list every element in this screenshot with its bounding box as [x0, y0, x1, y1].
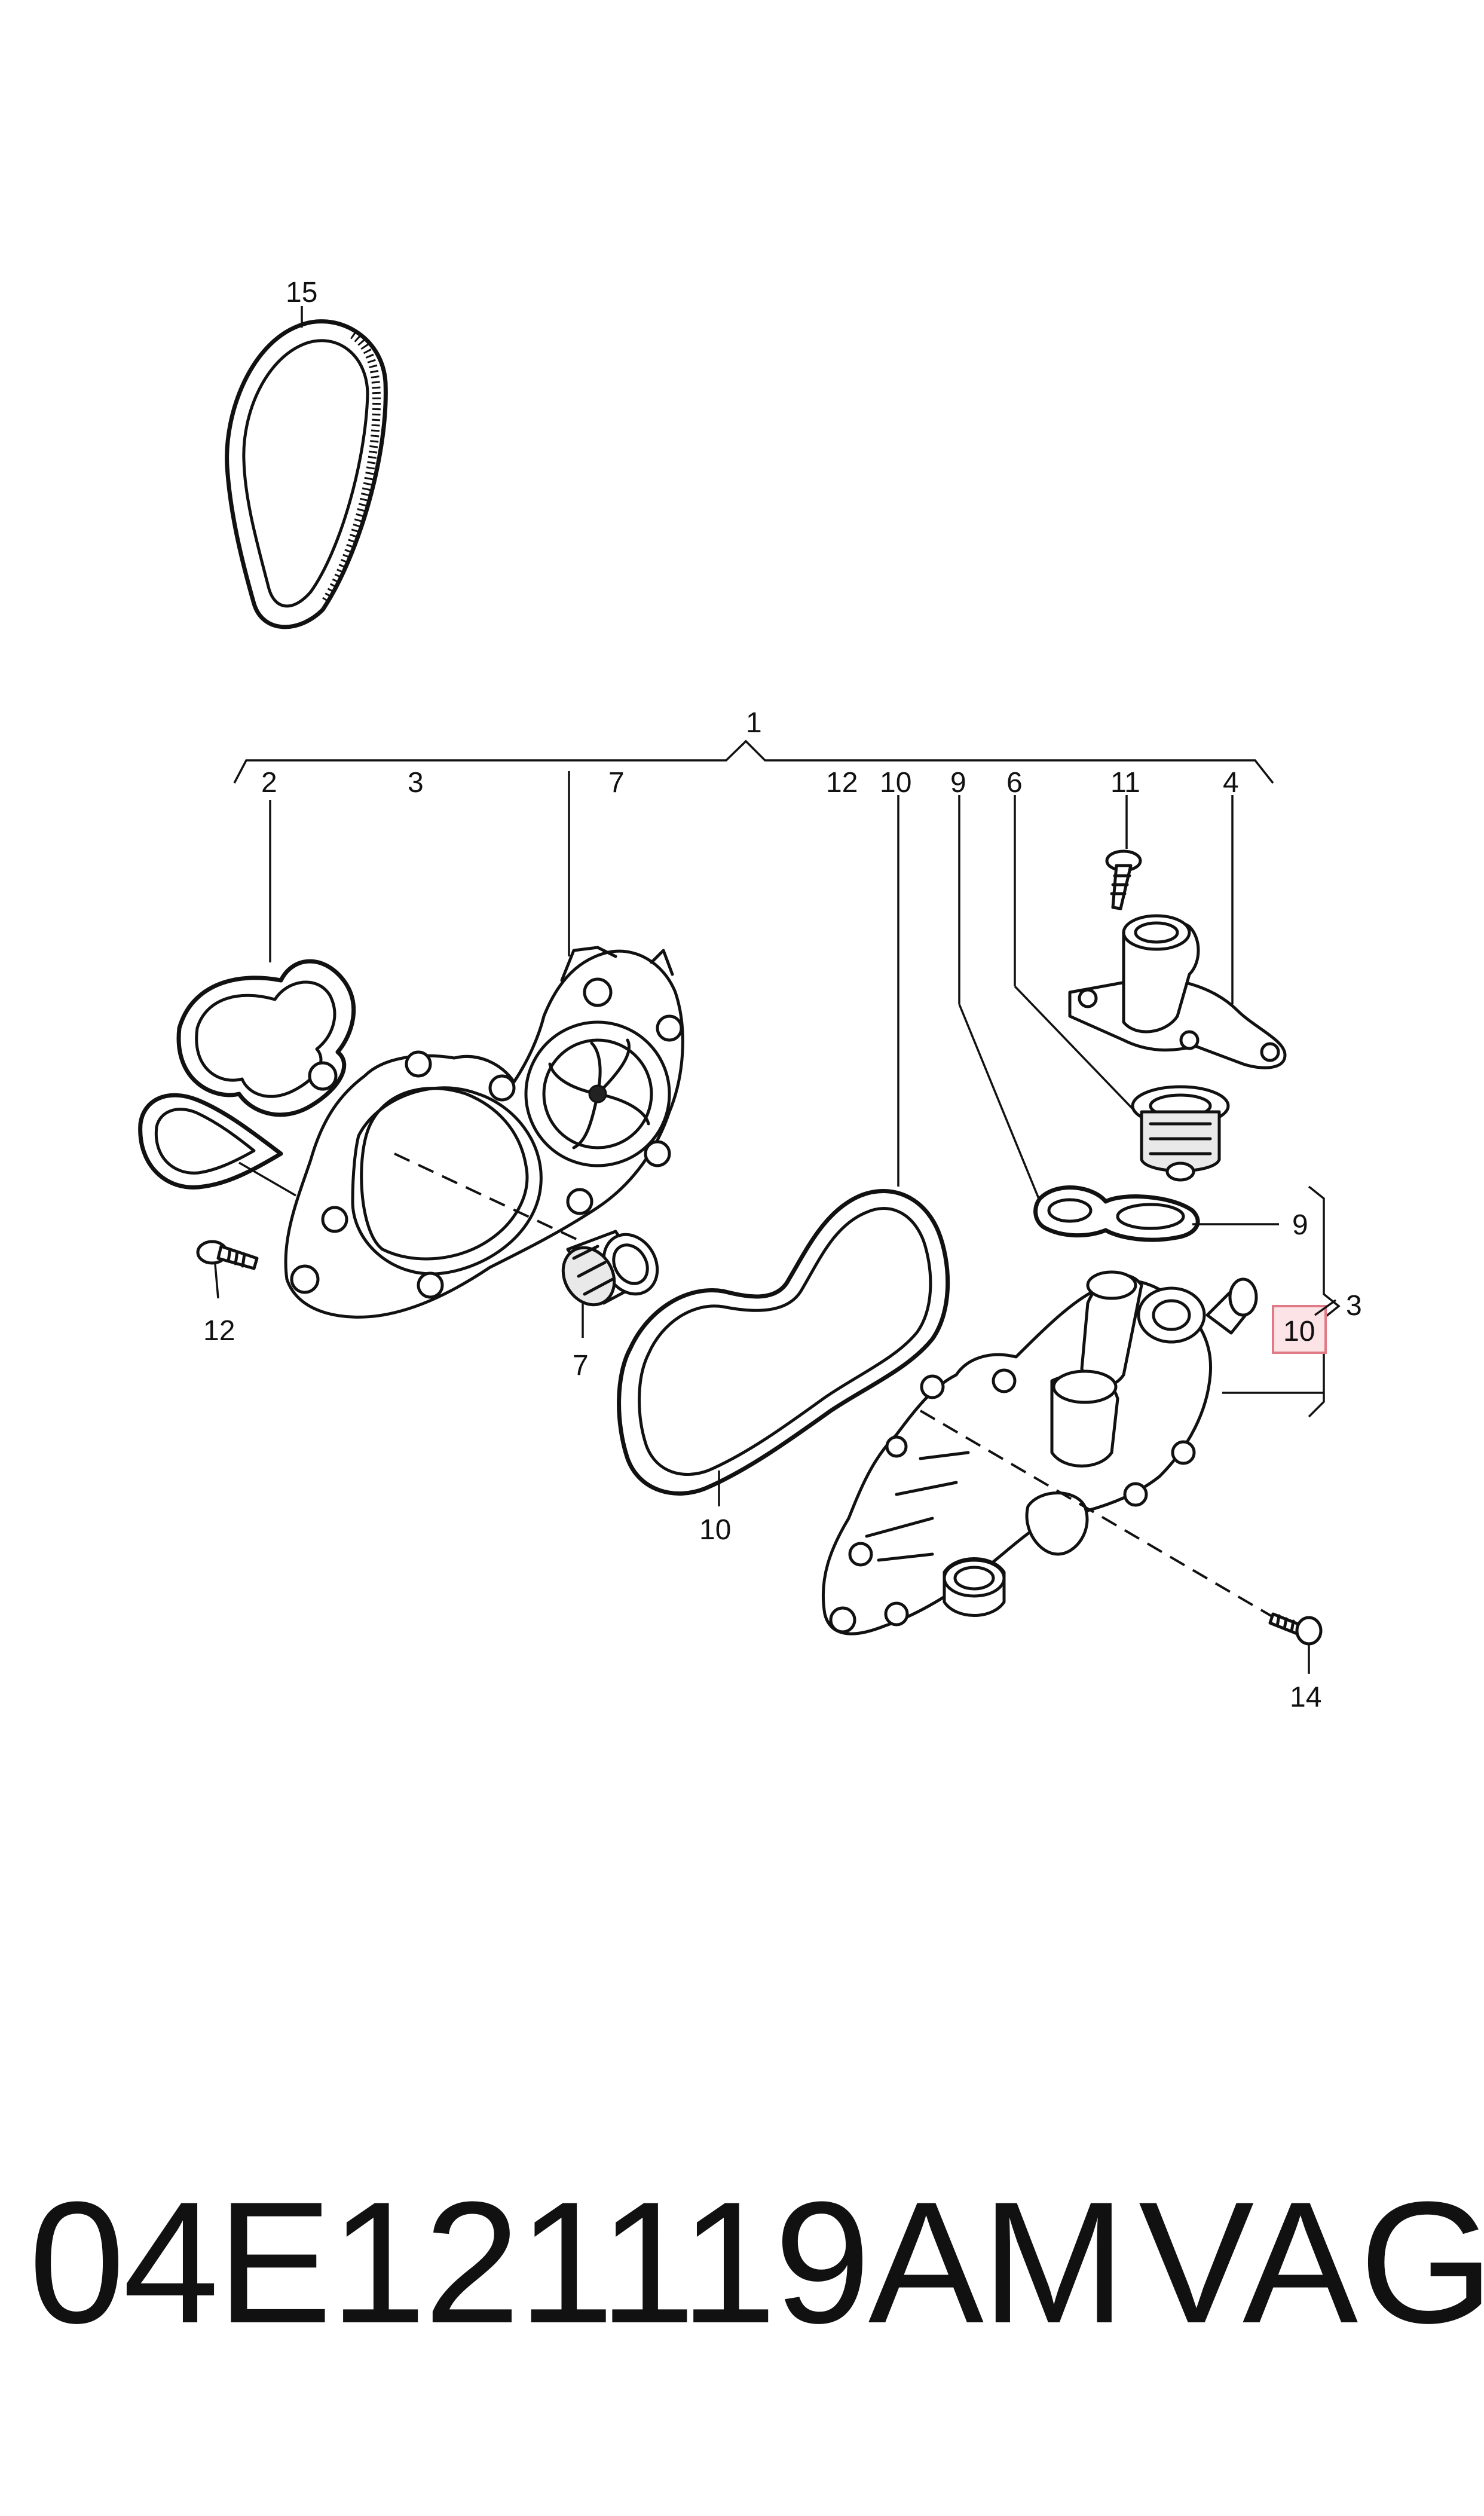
callout-12-top: 12: [826, 767, 858, 799]
thermostat-cover-4: [1068, 914, 1287, 1069]
axis-line-left: [394, 1152, 592, 1248]
callout-10-highlight: 10: [1283, 1316, 1315, 1347]
callout-7-bottom: 7: [573, 1350, 589, 1381]
callout-6: 6: [1006, 767, 1023, 799]
callout-9-top: 9: [950, 767, 966, 799]
gasket-10-middle: [617, 1189, 950, 1496]
callout-3-right: 3: [1346, 1290, 1362, 1322]
callout-14: 14: [1290, 1682, 1321, 1713]
leader-10-highlight: [1314, 1299, 1337, 1316]
callout-1: 1: [746, 707, 762, 739]
axis-line-right: [919, 1410, 1274, 1618]
assembly-bracket-1: [233, 739, 1274, 784]
callout-12-bottom: 12: [203, 1315, 235, 1347]
leader-2-lower: [238, 1161, 296, 1197]
callout-15: 15: [286, 277, 317, 308]
gasket-2: [138, 959, 356, 1190]
housing-bolt-holes: [829, 1368, 1196, 1634]
callout-10-bottom: 10: [699, 1514, 731, 1546]
leader-6-diag: [1014, 985, 1137, 1113]
callout-9-right: 9: [1292, 1209, 1308, 1241]
drive-belt-15: [225, 319, 388, 629]
callout-7-top: 7: [608, 767, 625, 799]
callout-10-top: 10: [880, 767, 911, 799]
callout-2: 2: [261, 767, 277, 799]
brand-text: VAG: [1139, 2166, 1484, 2359]
callout-11: 11: [1110, 767, 1140, 799]
water-pump-housing-left: [284, 946, 684, 1319]
leader-12-bottom: [214, 1264, 219, 1299]
bracket-3-right: [1308, 1185, 1341, 1418]
thermostat-6: [1131, 1085, 1230, 1182]
part-number-text: 04E121119AM: [29, 2166, 1126, 2359]
coolant-housing-right: [821, 1270, 1258, 1635]
gasket-9: [1033, 1185, 1200, 1242]
screw-11: [1105, 849, 1142, 910]
leader-9-diag: [958, 1004, 1041, 1202]
bolt-14: [1268, 1612, 1323, 1646]
bolt-12: [196, 1240, 259, 1270]
callout-4: 4: [1223, 767, 1239, 799]
bolt-holes: [290, 977, 683, 1299]
seal-fitting-7: [561, 1230, 659, 1307]
callout-3-top: 3: [408, 767, 424, 799]
